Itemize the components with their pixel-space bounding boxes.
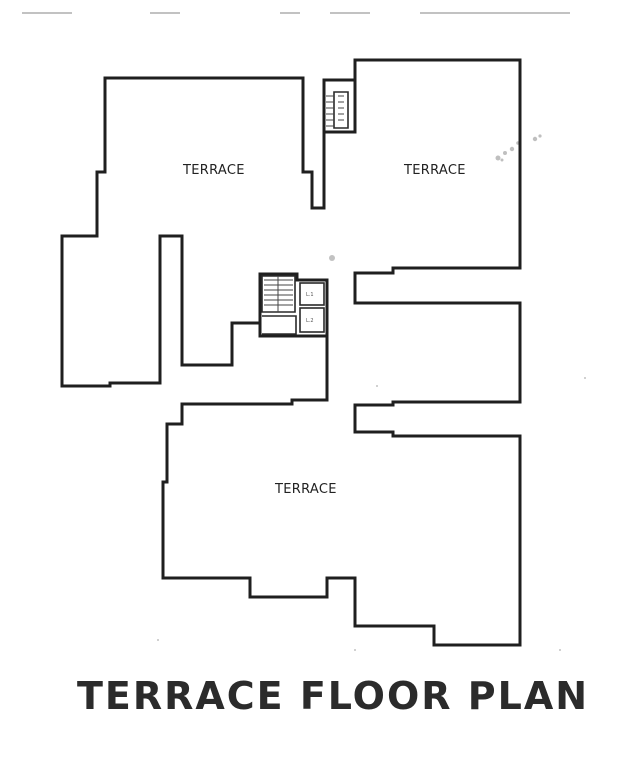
room-label-south: TERRACE (274, 482, 337, 497)
north-east-terrace-outline (353, 58, 522, 647)
north-stair (322, 78, 357, 134)
scan-artifacts (22, 12, 586, 651)
plan-title: TERRACE FLOOR PLAN (76, 674, 590, 718)
room-label-north-west: TERRACE (182, 163, 245, 178)
svg-text:L.1: L.1 (306, 292, 314, 298)
room-label-north-east: TERRACE (403, 163, 466, 178)
south-terrace-outline (161, 334, 357, 599)
central-stair-core (258, 272, 329, 338)
north-west-terrace-outline (103, 76, 326, 210)
svg-text:L.2: L.2 (306, 318, 314, 324)
lift-cabins: L.1 L.2 (299, 282, 325, 333)
north-west-terrace-west-wall (60, 76, 262, 388)
